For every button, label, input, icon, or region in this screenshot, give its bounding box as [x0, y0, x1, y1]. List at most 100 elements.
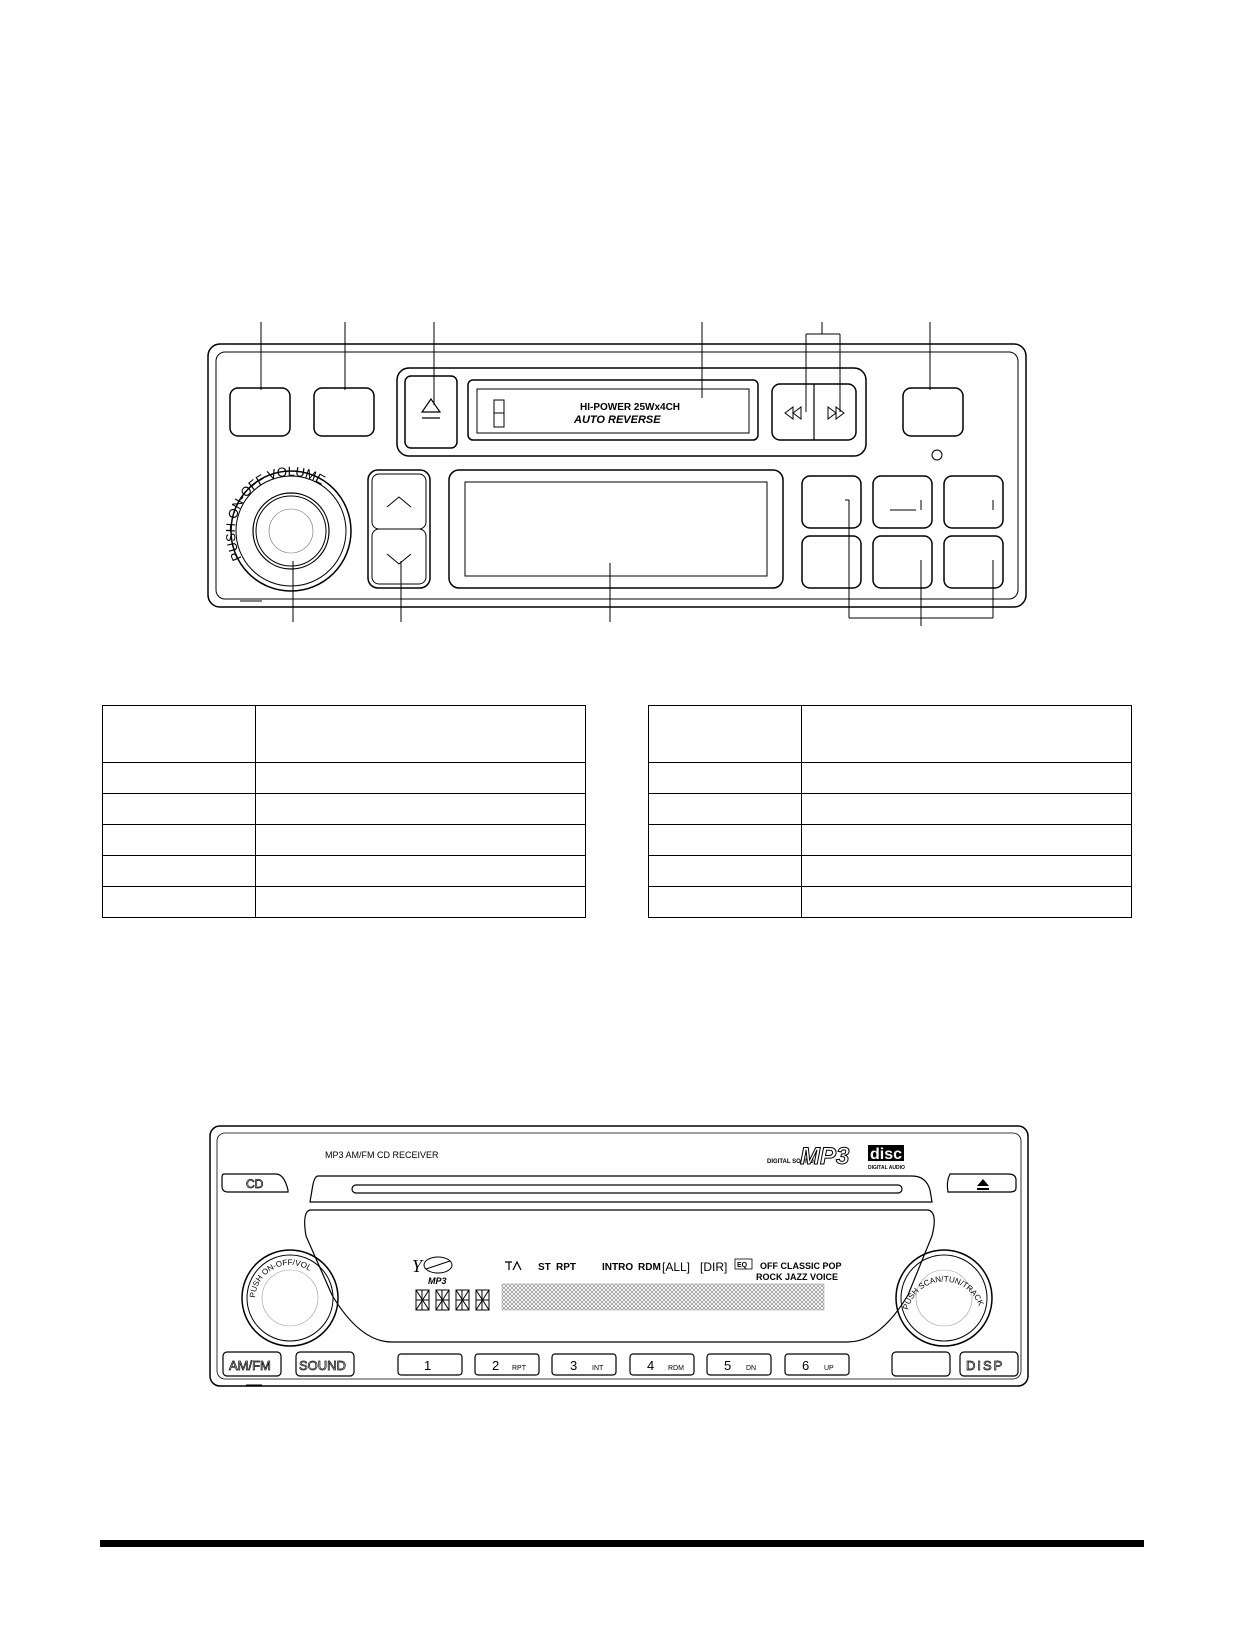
intro-indicator: INTRO	[602, 1262, 633, 1273]
preset-button-3[interactable]	[943, 475, 1004, 529]
table-cell	[255, 705, 586, 763]
rewind-icon	[784, 406, 802, 420]
disc-logo-mark	[868, 1145, 904, 1161]
table-cell	[801, 824, 1132, 856]
sound-button[interactable]	[295, 1351, 355, 1377]
top-right-button[interactable]	[902, 387, 964, 437]
table-cell	[102, 793, 256, 825]
tune-up-button[interactable]	[371, 473, 427, 530]
chevron-down-icon	[386, 553, 412, 565]
preset-6-function: UP	[824, 1365, 834, 1372]
rpt-indicator: RPT	[556, 1262, 576, 1273]
am-fm-button[interactable]	[222, 1351, 282, 1377]
eq-indicator: EQ	[737, 1262, 748, 1269]
preset-button-4[interactable]	[801, 535, 862, 589]
disc-slot[interactable]	[351, 1184, 903, 1194]
tape-bay	[396, 367, 867, 457]
preset-button-4[interactable]	[629, 1353, 695, 1376]
preset-2-number: 2	[492, 1358, 499, 1373]
preset-row: 1 2 RPT 3 INT 4 RDM 5 DN 6 UP	[397, 1353, 850, 1376]
mp3-logo: MP3	[800, 1143, 850, 1170]
preset-button-2[interactable]	[872, 475, 933, 529]
eject-icon	[420, 397, 442, 419]
disp-button-label: DISP	[966, 1358, 1004, 1373]
table-cell	[648, 824, 802, 856]
cassette-radio-diagram: HI-POWER 25Wx4CH AUTO REVERSE PUSH ON-OF…	[207, 322, 1027, 626]
table-cell	[801, 762, 1132, 794]
table-cell	[801, 705, 1132, 763]
preset-button-6[interactable]	[943, 535, 1004, 589]
tape-door-window	[476, 388, 750, 434]
table-cell	[255, 886, 586, 918]
tune-down-button[interactable]	[371, 528, 427, 585]
preset-button-6[interactable]	[784, 1353, 850, 1376]
disc-logo: disc	[870, 1146, 902, 1163]
table-cell	[648, 762, 802, 794]
am-fm-button-label: AM/FM	[229, 1358, 271, 1373]
preset-3-number: 3	[570, 1358, 577, 1373]
preset-button-3[interactable]	[551, 1353, 617, 1376]
tune-rocker	[367, 469, 431, 589]
table-cell	[102, 886, 256, 918]
page-footer-rule	[100, 1540, 1144, 1547]
tape-door-line1: HI-POWER 25Wx4CH	[580, 402, 680, 413]
table-cell	[255, 824, 586, 856]
preset-1-number: 1	[424, 1358, 431, 1373]
eq-modes-line2: ROCK JAZZ VOICE	[756, 1272, 838, 1282]
cd-button[interactable]	[221, 1173, 289, 1193]
cassette-faceplate-inner	[215, 351, 1019, 600]
top-button-2[interactable]	[313, 387, 375, 437]
table-cell	[801, 793, 1132, 825]
sound-button-label: SOUND	[299, 1358, 346, 1373]
table-cell	[801, 886, 1132, 918]
left-table	[102, 705, 586, 918]
volume-knob-label: PUSH ON-OFF/VOL	[248, 1258, 314, 1298]
eject-button[interactable]	[946, 1173, 1017, 1193]
preset-5-function: DN	[746, 1365, 756, 1372]
table-cell	[255, 855, 586, 887]
preset-2-function: RPT	[512, 1365, 527, 1372]
table-cell	[648, 855, 802, 887]
eject-button[interactable]	[404, 375, 458, 449]
segment-digits	[415, 1289, 490, 1311]
display-panel	[304, 1209, 935, 1343]
volume-knob[interactable]	[230, 470, 352, 592]
table-cell	[648, 793, 802, 825]
preset-3-function: INT	[592, 1365, 604, 1372]
eq-modes-line1: OFF CLASSIC POP	[760, 1261, 842, 1271]
disc-slot-frame	[309, 1175, 933, 1203]
disp-button[interactable]	[959, 1351, 1019, 1377]
right-table	[648, 705, 1132, 918]
table-cell	[255, 793, 586, 825]
leader-lines-bottom	[292, 499, 994, 626]
preset-4-number: 4	[647, 1358, 654, 1373]
signal-strength-icon	[505, 1260, 522, 1271]
table-cell	[801, 855, 1132, 887]
rdm-indicator: RDM	[638, 1262, 661, 1273]
preset-button-1[interactable]	[397, 1353, 463, 1376]
table-cell	[255, 762, 586, 794]
display-screen	[464, 481, 768, 577]
table-cell	[102, 824, 256, 856]
preset-button-2[interactable]	[474, 1353, 540, 1376]
table-cell	[102, 855, 256, 887]
volume-knob[interactable]	[241, 1249, 339, 1347]
table-cell	[102, 762, 256, 794]
preset-button-5[interactable]	[706, 1353, 772, 1376]
cd-faceplate-inner	[216, 1132, 1022, 1380]
dot-matrix-area	[501, 1283, 825, 1311]
all-indicator: [ALL]	[662, 1260, 690, 1274]
scan-tune-track-knob[interactable]	[895, 1249, 993, 1347]
svg-text:Y: Y	[412, 1256, 424, 1276]
preset-button-5[interactable]	[872, 535, 933, 589]
blank-button[interactable]	[891, 1351, 951, 1377]
table-cell	[102, 705, 256, 763]
tape-door[interactable]	[467, 379, 759, 441]
cd-faceplate	[209, 1125, 1029, 1387]
chevron-up-icon	[386, 496, 412, 508]
st-indicator: ST	[538, 1262, 551, 1273]
cd-button-label: CD	[246, 1177, 264, 1191]
top-button-1[interactable]	[229, 387, 291, 437]
preset-button-1[interactable]	[801, 475, 862, 529]
table-cell	[648, 886, 802, 918]
